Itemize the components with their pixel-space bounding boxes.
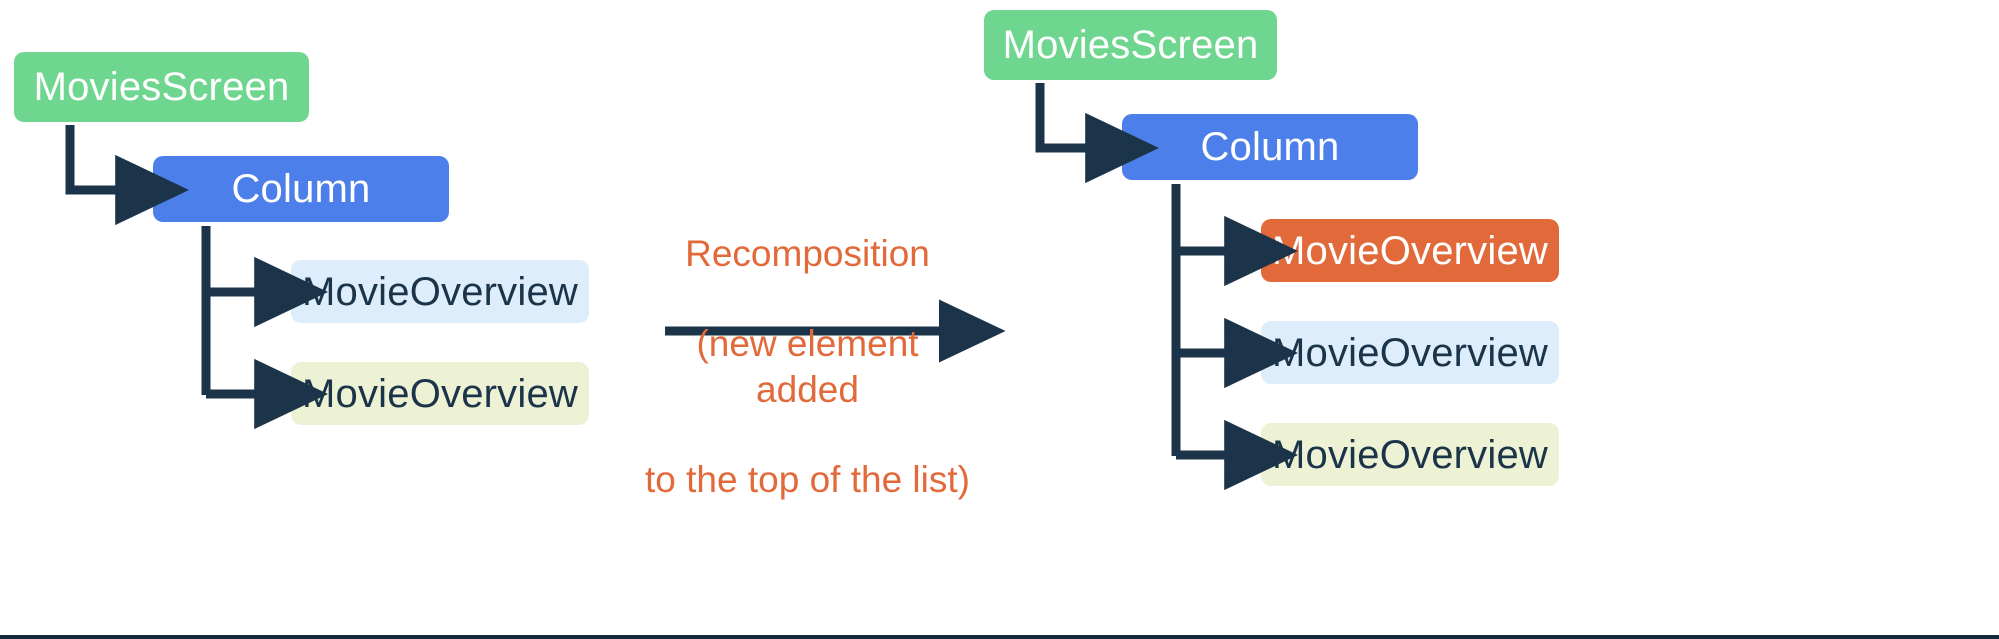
- right-node-column: Column: [1122, 114, 1418, 180]
- right-node-movie-overview-new: MovieOverview: [1261, 219, 1559, 282]
- right-node-movie-overview-2: MovieOverview: [1261, 423, 1559, 486]
- transition-caption-line-2: (new element added: [696, 323, 919, 410]
- bottom-divider: [0, 635, 1999, 639]
- left-node-movie-overview-1-label: MovieOverview: [302, 269, 578, 314]
- right-node-column-label: Column: [1200, 125, 1340, 169]
- transition-caption-line-1: Recomposition: [685, 233, 930, 275]
- right-connector-screen-to-column: [1035, 83, 1159, 184]
- left-connector-screen-to-column: [65, 125, 189, 226]
- right-node-movie-overview-1: MovieOverview: [1261, 321, 1559, 384]
- right-node-movies-screen-label: MoviesScreen: [1002, 23, 1259, 67]
- left-node-column: Column: [153, 156, 449, 222]
- right-node-movie-overview-1-label: MovieOverview: [1272, 330, 1548, 375]
- transition-caption: Recomposition (new element added to the …: [640, 186, 975, 547]
- left-node-column-label: Column: [231, 167, 371, 211]
- left-node-movie-overview-1: MovieOverview: [291, 260, 589, 323]
- left-node-movies-screen: MoviesScreen: [14, 52, 309, 122]
- left-node-movie-overview-2: MovieOverview: [291, 362, 589, 425]
- left-node-movie-overview-2-label: MovieOverview: [302, 371, 578, 416]
- right-node-movies-screen: MoviesScreen: [984, 10, 1277, 80]
- right-node-movie-overview-2-label: MovieOverview: [1272, 432, 1548, 477]
- left-node-movies-screen-label: MoviesScreen: [33, 65, 290, 109]
- right-node-movie-overview-new-label: MovieOverview: [1272, 228, 1548, 273]
- transition-caption-line-3: to the top of the list): [645, 458, 970, 500]
